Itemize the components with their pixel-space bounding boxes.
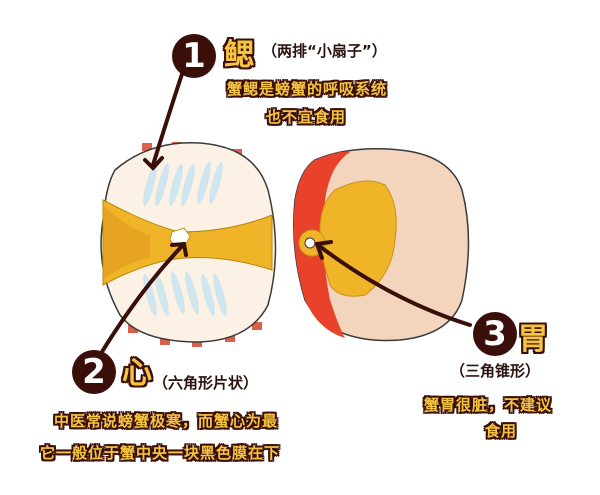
gill-subtitle: （两排“小扇子”） (262, 42, 387, 60)
heart-title: 心 (122, 356, 152, 391)
label-number-1: 1 (172, 34, 216, 78)
gill-desc-line-1: 蟹鳃是螃蟹的呼吸系统 (227, 80, 388, 98)
arrow-heart (98, 243, 185, 357)
pointer-arrows (98, 63, 472, 357)
stomach-title: 胃 (518, 322, 548, 357)
arrow-stomach (316, 243, 472, 327)
heart-subtitle: （六角形片状） (153, 374, 259, 392)
stomach-desc-line-2: 食用 (485, 422, 518, 440)
heart-desc-line-1: 中医常说螃蟹极寒，而蟹心为最 (54, 412, 279, 430)
stomach-desc-line-1: 蟹胃很脏，不建议 (424, 396, 553, 414)
gill-desc-line-2: 也不宜食用 (266, 108, 347, 126)
stomach-subtitle: （三角锥形） (450, 362, 541, 380)
gill-title: 鳃 (224, 38, 254, 73)
label-number-3: 3 (473, 312, 517, 356)
heart-desc-line-2: 它一般位于蟹中央一块黑色膜在下 (40, 444, 281, 462)
label-number-2: 2 (72, 350, 116, 394)
